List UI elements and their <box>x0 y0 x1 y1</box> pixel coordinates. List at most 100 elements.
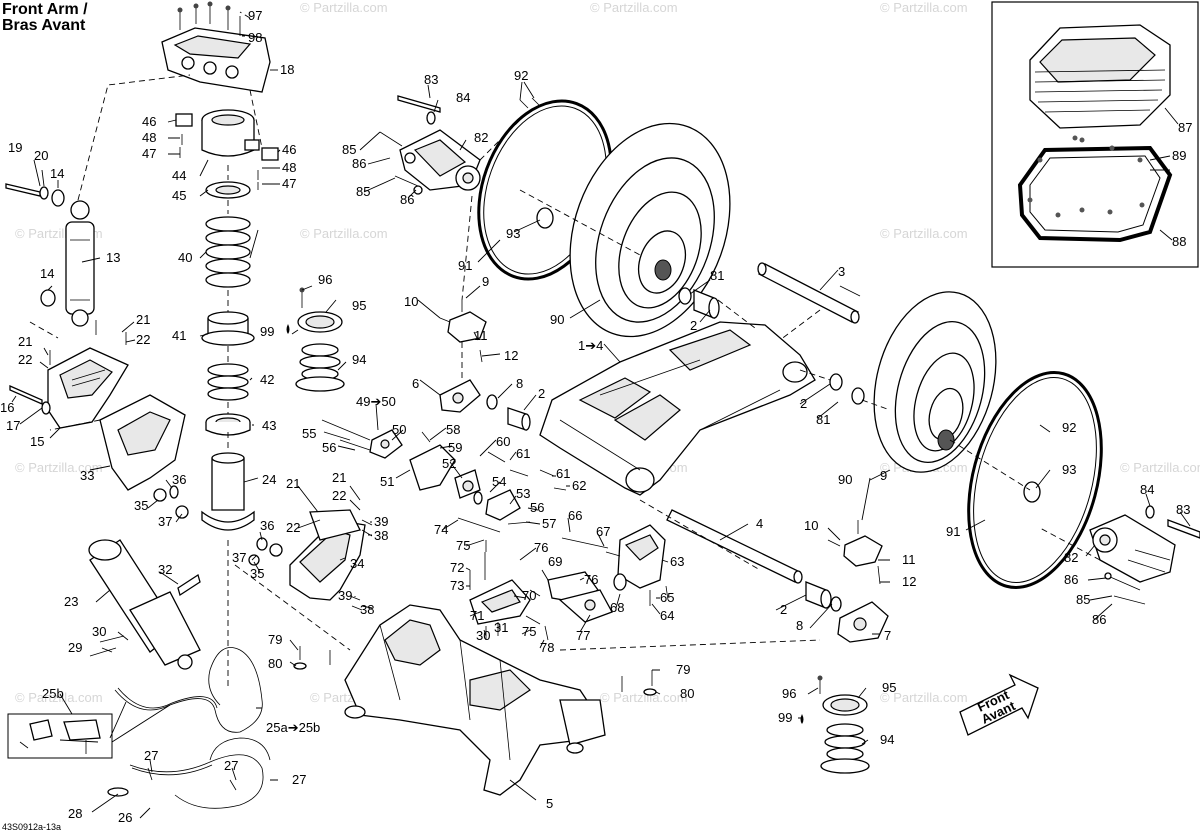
callout-74[interactable]: 74 <box>434 522 448 537</box>
callout-71[interactable]: 71 <box>470 608 484 623</box>
callout-79[interactable]: 79 <box>676 662 690 677</box>
part-87-cover[interactable] <box>1029 24 1171 129</box>
callout-60[interactable]: 60 <box>496 434 510 449</box>
callout-22[interactable]: 22 <box>136 332 150 347</box>
callout-26[interactable]: 26 <box>118 810 132 825</box>
callout-88[interactable]: 88 <box>1172 234 1186 249</box>
part-43-cap[interactable] <box>205 413 251 436</box>
part-84-washer[interactable] <box>426 111 436 125</box>
callout-96[interactable]: 96 <box>782 686 796 701</box>
callout-2[interactable]: 2 <box>800 396 807 411</box>
callout-45[interactable]: 45 <box>172 188 186 203</box>
callout-95[interactable]: 95 <box>882 680 896 695</box>
callout-21[interactable]: 21 <box>18 334 32 349</box>
callout-77[interactable]: 77 <box>576 628 590 643</box>
callout-84[interactable]: 84 <box>456 90 470 105</box>
callout-48[interactable]: 48 <box>142 130 156 145</box>
callout-8[interactable]: 8 <box>796 618 803 633</box>
callout-66[interactable]: 66 <box>568 508 582 523</box>
part-50-clamp[interactable] <box>369 429 403 459</box>
callout-23[interactable]: 23 <box>64 594 78 609</box>
callout-6[interactable]: 6 <box>412 376 419 391</box>
part-82-pivot-bracket-lower[interactable] <box>1089 514 1176 583</box>
callout-56[interactable]: 56 <box>322 440 336 455</box>
part-20-washer[interactable] <box>39 186 49 200</box>
callout-2[interactable]: 2 <box>538 386 545 401</box>
callout-85[interactable]: 85 <box>342 142 356 157</box>
callout-14[interactable]: 14 <box>40 266 54 281</box>
callout-52[interactable]: 52 <box>442 456 456 471</box>
callout-90[interactable]: 90 <box>838 472 852 487</box>
callout-43[interactable]: 43 <box>262 418 276 433</box>
part-24-tube[interactable] <box>201 452 255 531</box>
callout-81[interactable]: 81 <box>710 268 724 283</box>
callout-58[interactable]: 58 <box>446 422 460 437</box>
part-23-grip[interactable] <box>88 539 201 670</box>
callout-12[interactable]: 12 <box>902 574 916 589</box>
callout-16[interactable]: 16 <box>0 400 14 415</box>
callout-35[interactable]: 35 <box>134 498 148 513</box>
callout-91[interactable]: 91 <box>946 524 960 539</box>
callout-13[interactable]: 13 <box>106 250 120 265</box>
part-35-36-37-left[interactable] <box>153 485 189 519</box>
part-44-housing[interactable] <box>201 109 260 157</box>
part-95-seal-upper[interactable] <box>297 311 343 333</box>
part-95-seal-lower[interactable] <box>822 694 868 716</box>
callout-79[interactable]: 79 <box>268 632 282 647</box>
callout-22[interactable]: 22 <box>18 352 32 367</box>
callout-67[interactable]: 67 <box>596 524 610 539</box>
callout-53[interactable]: 53 <box>516 486 530 501</box>
part-63-mount[interactable] <box>617 524 669 606</box>
callout-34[interactable]: 34 <box>350 556 364 571</box>
callout-93[interactable]: 93 <box>1062 462 1076 477</box>
part-66-67-bolts[interactable] <box>561 537 621 557</box>
callout-46[interactable]: 46 <box>142 114 156 129</box>
callout-9[interactable]: 9 <box>880 468 887 483</box>
callout-25a-25b[interactable]: 25a➔25b <box>266 720 320 735</box>
part-74-75-bolts[interactable] <box>457 517 501 552</box>
callout-76[interactable]: 76 <box>534 540 548 555</box>
part-46-48-47-left[interactable] <box>175 113 193 158</box>
callout-17[interactable]: 17 <box>6 418 20 433</box>
callout-40[interactable]: 40 <box>178 250 192 265</box>
part-85-86-screws[interactable] <box>379 131 423 195</box>
callout-81[interactable]: 81 <box>816 412 830 427</box>
callout-59[interactable]: 59 <box>448 440 462 455</box>
callout-30[interactable]: 30 <box>476 628 490 643</box>
callout-31[interactable]: 31 <box>494 620 508 635</box>
callout-41[interactable]: 41 <box>172 328 186 343</box>
callout-54[interactable]: 54 <box>492 474 506 489</box>
part-41-seat[interactable] <box>201 311 255 346</box>
callout-47[interactable]: 47 <box>142 146 156 161</box>
part-68-bushing[interactable] <box>613 573 627 591</box>
callout-44[interactable]: 44 <box>172 168 186 183</box>
callout-2[interactable]: 2 <box>780 602 787 617</box>
callout-39[interactable]: 39 <box>338 588 352 603</box>
part-9-12-bracket-lower[interactable] <box>827 520 883 585</box>
callout-49-50[interactable]: 49➔50 <box>356 394 396 409</box>
part-16-bolt[interactable] <box>9 385 43 405</box>
callout-48[interactable]: 48 <box>282 160 296 175</box>
callout-27[interactable]: 27 <box>292 772 306 787</box>
part-42-spring[interactable] <box>207 363 249 401</box>
callout-97[interactable]: 97 <box>248 8 262 23</box>
part-6-clamp[interactable] <box>439 379 481 413</box>
callout-20[interactable]: 20 <box>34 148 48 163</box>
callout-83[interactable]: 83 <box>1176 502 1190 517</box>
part-99-drop-upper[interactable] <box>286 324 290 334</box>
callout-94[interactable]: 94 <box>880 732 894 747</box>
part-93-plug[interactable] <box>536 207 554 229</box>
part-96-screw-lower[interactable] <box>817 675 823 695</box>
part-93-plug-lower[interactable] <box>1023 481 1041 503</box>
callout-9[interactable]: 9 <box>482 274 489 289</box>
callout-95[interactable]: 95 <box>352 298 366 313</box>
callout-61[interactable]: 61 <box>556 466 570 481</box>
callout-5[interactable]: 5 <box>546 796 553 811</box>
callout-70[interactable]: 70 <box>522 588 536 603</box>
part-34-shield[interactable] <box>289 509 366 601</box>
part-4-swing-arm[interactable] <box>539 321 816 496</box>
callout-55[interactable]: 55 <box>302 426 316 441</box>
callout-4[interactable]: 4 <box>756 516 763 531</box>
part-89-screws[interactable] <box>1027 135 1145 218</box>
callout-80[interactable]: 80 <box>680 686 694 701</box>
